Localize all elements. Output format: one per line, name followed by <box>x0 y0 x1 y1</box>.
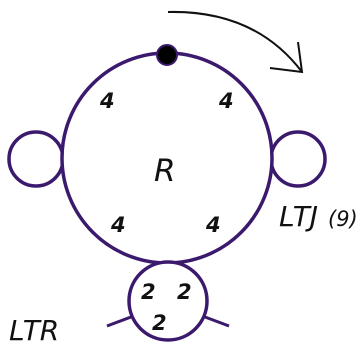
clockwise-arrow-icon <box>167 10 303 73</box>
bottom-left-connector <box>106 315 132 328</box>
center-label: R <box>154 153 176 189</box>
bottom-right-connector <box>204 315 230 328</box>
bottom-left-label: LTR <box>9 314 59 347</box>
bottom-count-right: 2 <box>177 280 192 304</box>
main-count-bottom-left: 4 <box>110 213 126 237</box>
top-dot-marker <box>156 44 178 66</box>
bottom-count-center: 2 <box>152 311 167 335</box>
arrowhead-icon <box>269 41 304 74</box>
main-count-bottom-right: 4 <box>205 213 221 237</box>
right-label-suffix: (9) <box>328 207 358 231</box>
left-side-circle <box>7 130 65 188</box>
main-count-top-right: 4 <box>218 89 234 113</box>
right-side-circle <box>269 130 327 188</box>
right-label: LTJ <box>279 200 318 233</box>
bottom-count-left: 2 <box>141 280 156 304</box>
main-count-top-left: 4 <box>99 89 115 113</box>
bottom-circle <box>127 260 209 342</box>
